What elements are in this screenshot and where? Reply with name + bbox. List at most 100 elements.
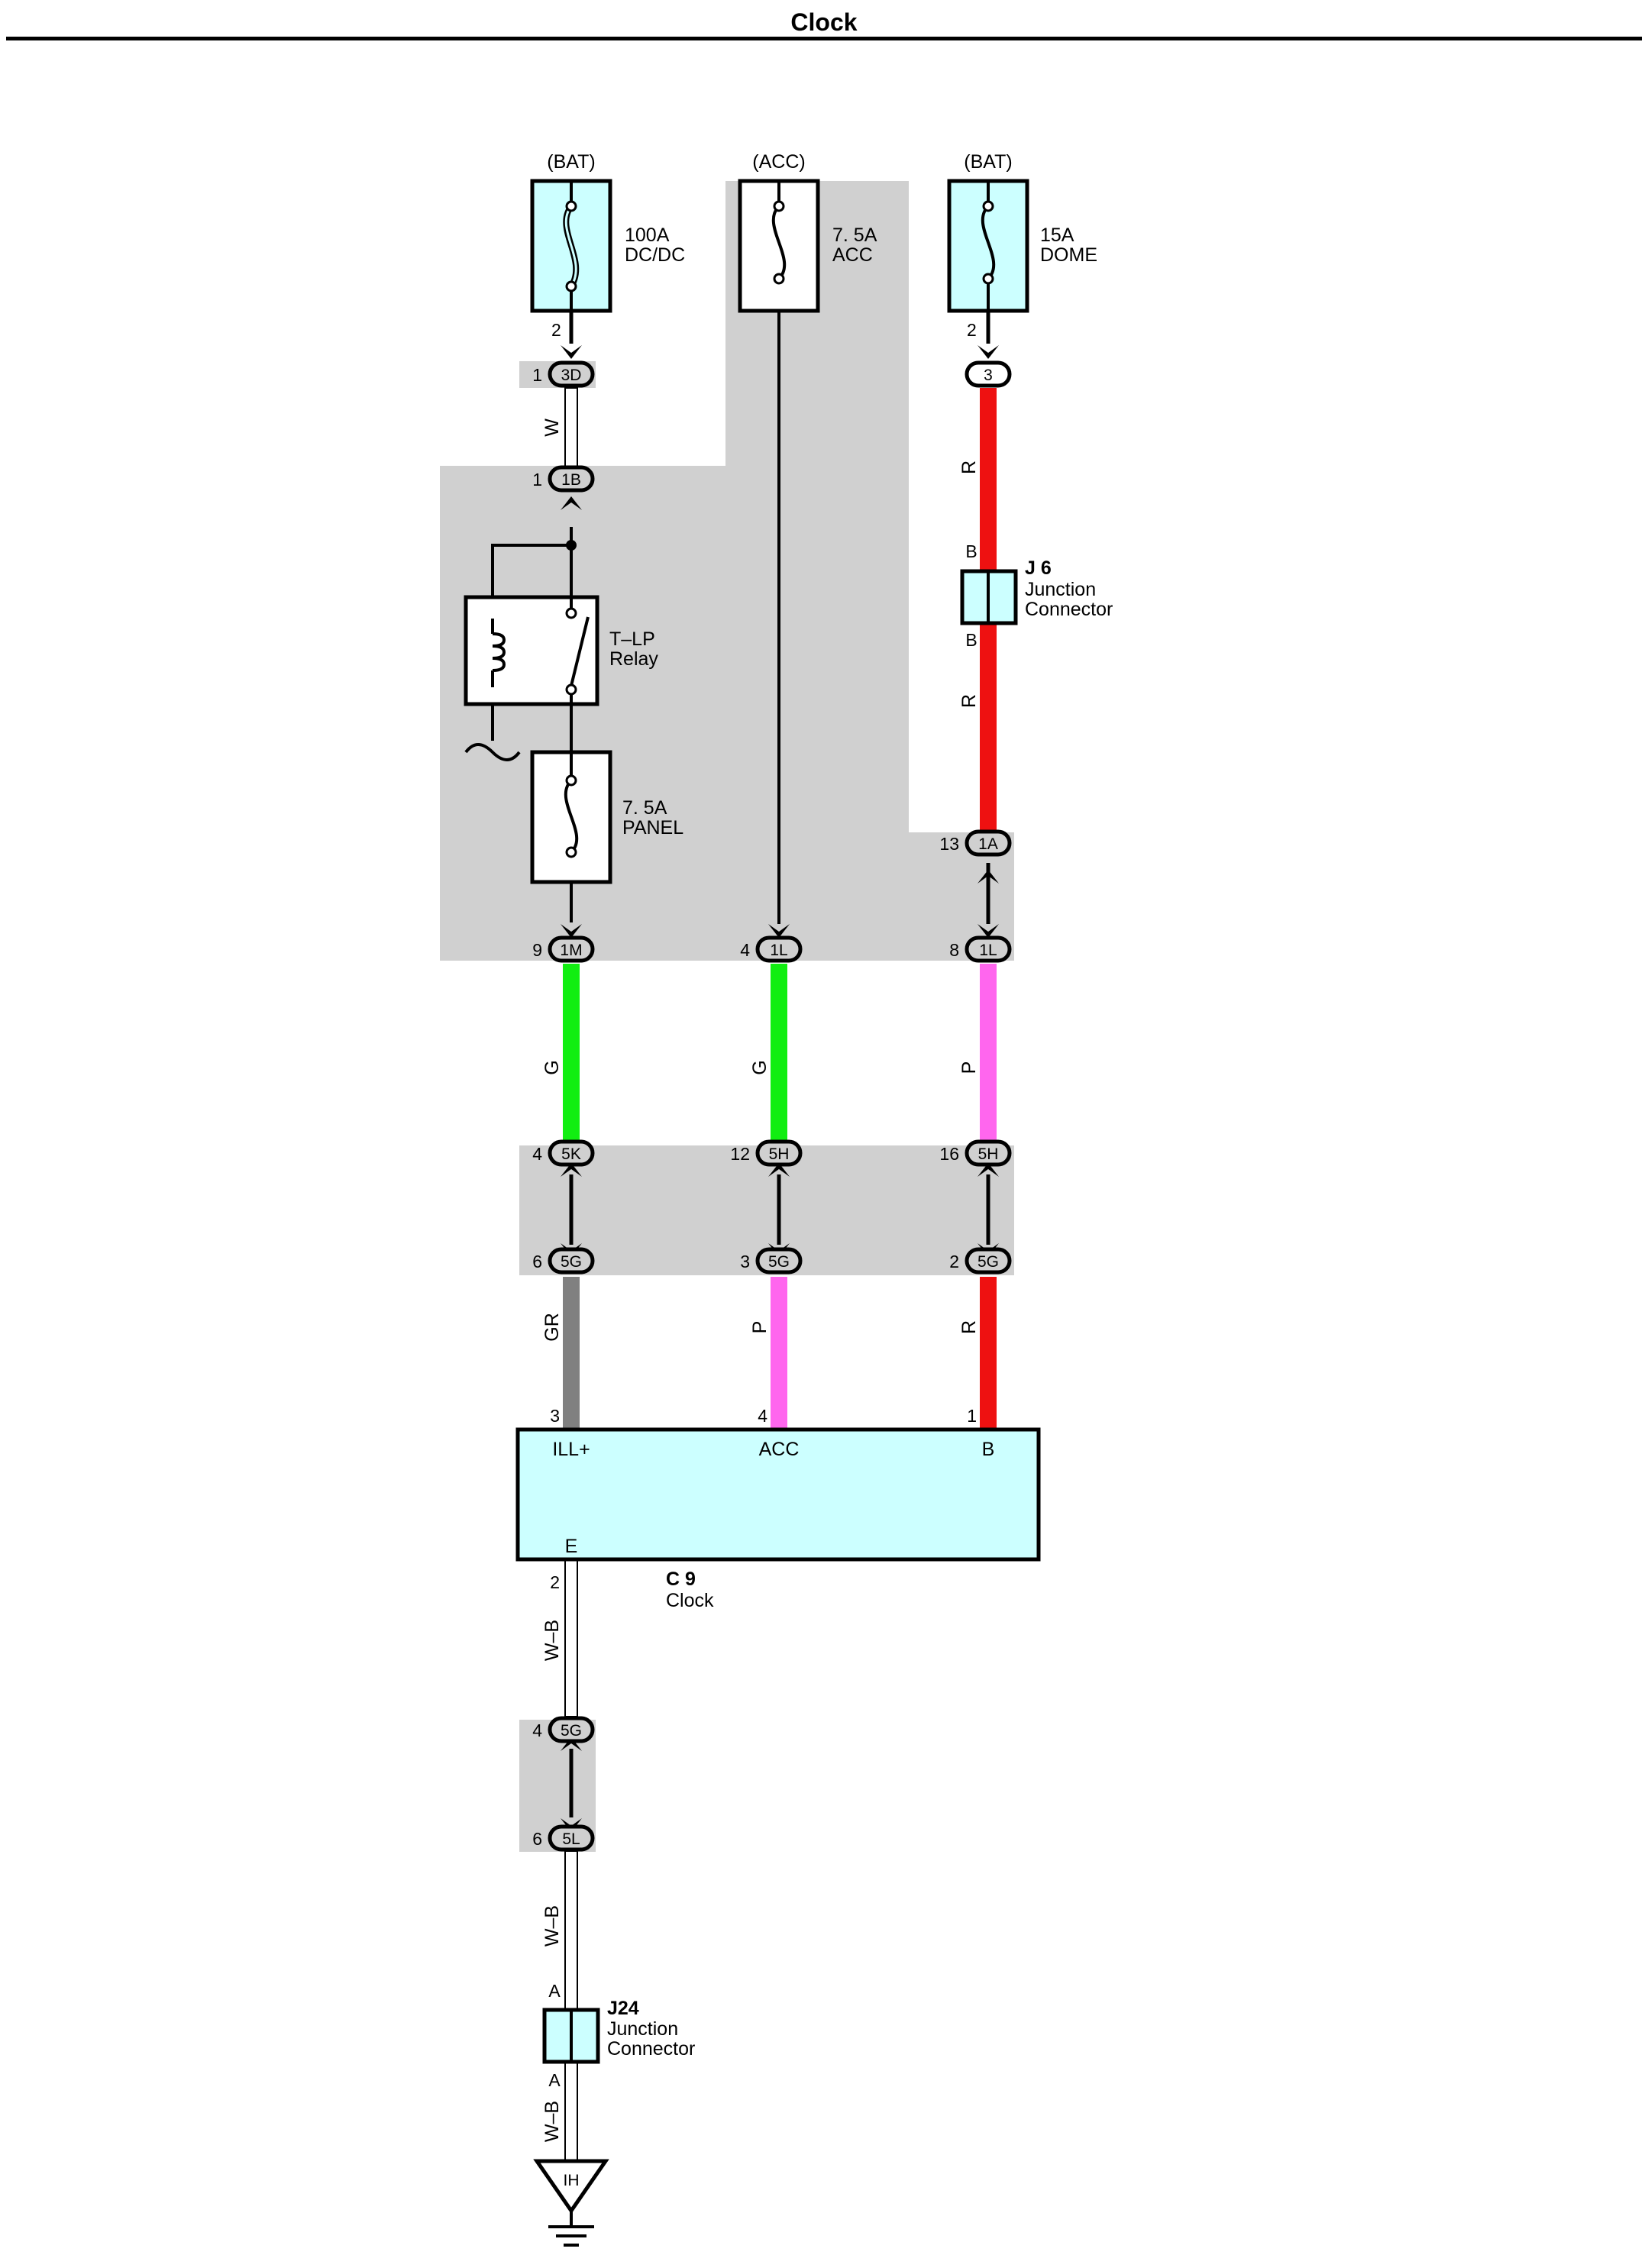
svg-text:5G: 5G <box>768 1253 790 1271</box>
fuse-acc: (ACC) 7. 5A ACC <box>738 151 877 313</box>
svg-text:4: 4 <box>740 940 750 960</box>
fuse-dcdc: (BAT) 100A DC/DC 2 <box>530 151 685 340</box>
svg-text:J 6: J 6 <box>1025 557 1052 579</box>
svg-text:Connector: Connector <box>607 2038 695 2060</box>
svg-text:2: 2 <box>551 320 561 340</box>
svg-text:5L: 5L <box>562 1830 580 1848</box>
svg-text:9: 9 <box>532 940 542 960</box>
svg-text:1: 1 <box>532 470 542 489</box>
svg-text:P: P <box>749 1321 771 1334</box>
connector-5g-acc: 5G 3 <box>740 1247 803 1275</box>
svg-text:6: 6 <box>532 1829 542 1849</box>
svg-text:16: 16 <box>939 1144 959 1164</box>
svg-text:A: A <box>548 1981 561 2001</box>
wire-pink-2 <box>771 1277 787 1430</box>
fuse-panel: 7. 5A PANEL <box>530 750 683 884</box>
svg-text:R: R <box>958 460 980 474</box>
clock-terminal-b: B <box>982 1439 995 1460</box>
connector-1a: 1A 13 <box>939 829 1012 857</box>
wire-red-2 <box>980 623 997 831</box>
page-title: Clock <box>790 8 857 36</box>
svg-text:A: A <box>548 2070 561 2090</box>
svg-text:1B: 1B <box>561 471 581 489</box>
clock-unit-c9: 3 4 1 ILL+ ACC B E 2 C 9 Clock <box>515 1406 1041 1611</box>
wire-red-3 <box>980 1277 997 1430</box>
svg-text:3D: 3D <box>561 367 582 384</box>
svg-text:Junction: Junction <box>607 2018 678 2040</box>
svg-text:6: 6 <box>532 1252 542 1271</box>
title-rule <box>6 37 1642 40</box>
wire-green-1 <box>563 964 580 1144</box>
svg-text:W–B: W–B <box>541 2101 563 2142</box>
relay-junction-dot <box>566 540 577 551</box>
connector-3: 3 <box>965 360 1012 388</box>
coil-ground-symbol <box>464 743 521 761</box>
connector-5g-ground: 5G 4 <box>532 1716 595 1743</box>
junction-connector-j24: A A J24 Junction Connector <box>542 1981 695 2090</box>
svg-text:R: R <box>958 1320 980 1334</box>
svg-text:W–B: W–B <box>541 1620 563 1661</box>
svg-text:12: 12 <box>730 1144 750 1164</box>
svg-text:4: 4 <box>532 1144 542 1164</box>
svg-text:(BAT): (BAT) <box>547 151 595 173</box>
svg-text:R: R <box>958 694 980 708</box>
svg-text:T–LP: T–LP <box>609 628 655 650</box>
svg-text:Connector: Connector <box>1025 599 1113 620</box>
svg-text:7. 5A: 7. 5A <box>832 225 877 246</box>
svg-text:1M: 1M <box>560 942 582 959</box>
svg-text:ACC: ACC <box>832 244 873 266</box>
svg-text:5G: 5G <box>977 1253 999 1271</box>
svg-text:G: G <box>541 1060 563 1074</box>
junction-connector-j6: B B J 6 Junction Connector <box>960 541 1113 650</box>
connector-5l: 5L 6 <box>532 1824 595 1852</box>
svg-text:B: B <box>965 541 977 561</box>
connector-1b: 1B 1 <box>532 465 595 493</box>
svg-text:GR: GR <box>541 1313 563 1342</box>
wire-green-2 <box>771 964 787 1144</box>
svg-text:B: B <box>965 630 977 650</box>
svg-text:2: 2 <box>949 1252 959 1271</box>
svg-text:P: P <box>958 1061 980 1074</box>
column-ill-wiring <box>464 311 580 1430</box>
svg-text:DC/DC: DC/DC <box>625 244 685 266</box>
svg-text:5H: 5H <box>769 1145 790 1163</box>
svg-text:1L: 1L <box>979 942 997 959</box>
connector-5k: 5K 4 <box>532 1139 595 1167</box>
svg-text:DOME: DOME <box>1040 244 1097 266</box>
wire-labels: W R R G G P GR P R W–B W–B W–B <box>541 418 980 2142</box>
column-acc-wiring <box>771 279 787 1430</box>
svg-text:5G: 5G <box>561 1253 582 1271</box>
svg-text:W: W <box>541 418 563 437</box>
svg-text:1A: 1A <box>978 835 998 853</box>
svg-text:J24: J24 <box>607 1998 639 2019</box>
svg-text:1: 1 <box>532 365 542 385</box>
clock-terminal-acc: ACC <box>759 1439 800 1460</box>
svg-text:Junction: Junction <box>1025 579 1096 600</box>
clock-name: Clock <box>666 1590 714 1611</box>
svg-text:5K: 5K <box>561 1145 581 1163</box>
relay-coil-icon <box>492 632 506 672</box>
svg-text:100A: 100A <box>625 225 670 246</box>
connector-1l-b: 1L 8 <box>949 935 1012 963</box>
wire-wb-3 <box>564 2061 578 2162</box>
fuse-dome: (BAT) 15A DOME 2 <box>947 151 1097 340</box>
svg-text:3: 3 <box>550 1406 560 1426</box>
svg-text:4: 4 <box>758 1406 767 1426</box>
svg-text:2: 2 <box>550 1572 560 1592</box>
connector-3d: 3D 1 <box>532 360 595 388</box>
wire-wb-2 <box>564 1850 578 2011</box>
svg-text:1L: 1L <box>770 942 787 959</box>
svg-text:5G: 5G <box>561 1722 582 1740</box>
ground-ih: IH <box>533 2159 609 2247</box>
svg-text:4: 4 <box>532 1720 542 1740</box>
clock-terminal-ill: ILL+ <box>552 1439 590 1460</box>
wire-pink-3 <box>980 964 997 1144</box>
connector-5g-ill: 5G 6 <box>532 1247 595 1275</box>
svg-text:W–B: W–B <box>541 1905 563 1947</box>
svg-text:13: 13 <box>939 834 959 854</box>
column-b-wiring <box>980 311 997 1430</box>
wire-red-1 <box>980 388 997 571</box>
svg-text:Relay: Relay <box>609 648 658 670</box>
svg-text:G: G <box>749 1060 771 1074</box>
svg-text:PANEL: PANEL <box>622 817 683 838</box>
